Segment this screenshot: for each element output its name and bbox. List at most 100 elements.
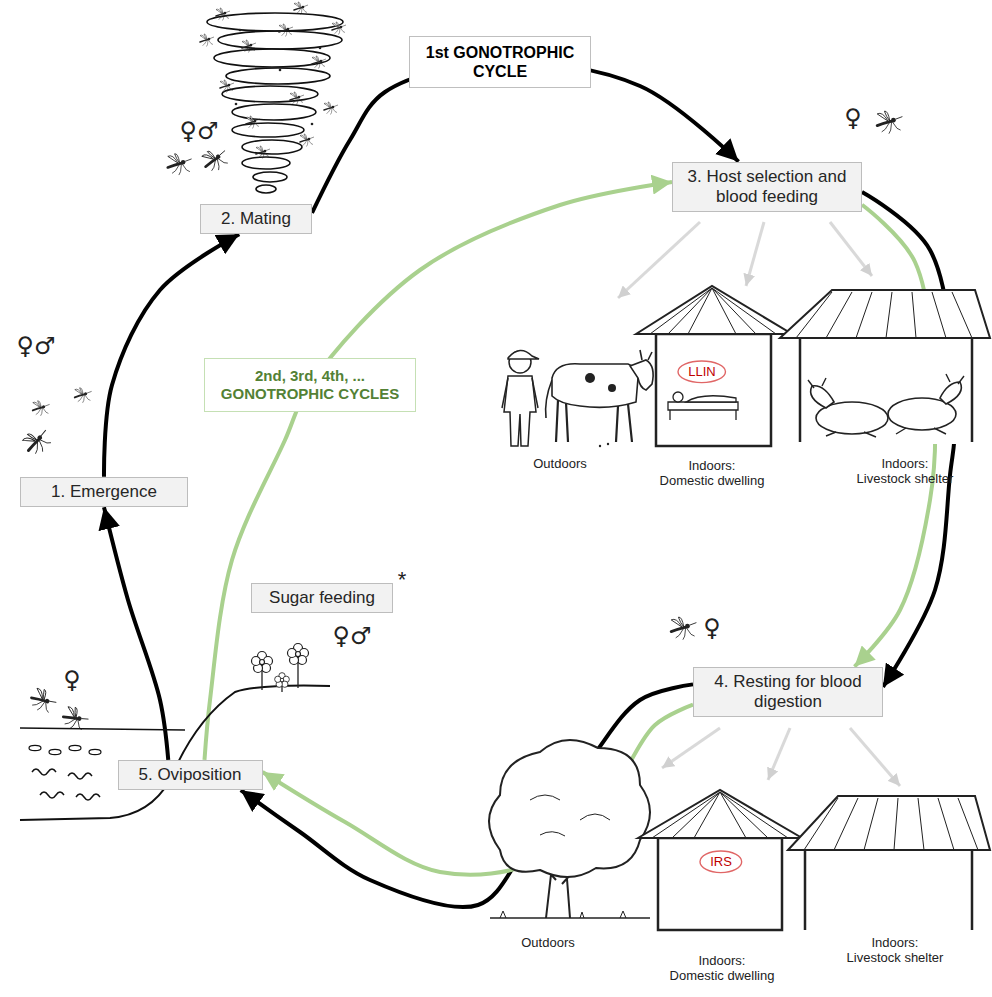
swarm-mosquitoes: [332, 22, 346, 35]
swarm-mosquitoes: [239, 29, 242, 32]
stage-box: 2. Mating: [200, 204, 312, 234]
outdoor-tree: [500, 911, 626, 918]
mating-swarm: [218, 31, 342, 49]
wrap-spacer: [666, 953, 687, 965]
swarm-mosquitoes: [312, 56, 326, 69]
wrap-spacer: [849, 456, 870, 468]
livestock-shelter: [946, 374, 964, 384]
breeding-site: [68, 773, 92, 779]
intervention-oval: LLIN: [677, 360, 726, 384]
person-figure: [508, 350, 539, 359]
cow-figure: [608, 384, 616, 392]
label-holder: Indoors: Livestock shelter: [849, 456, 961, 486]
stage-box: Sugar feeding: [251, 583, 393, 613]
dwelling-hut: [686, 396, 736, 402]
livestock-shelter: [800, 338, 972, 442]
swarm-mosquitoes: [235, 103, 238, 106]
label-holder: ♀: [703, 615, 721, 641]
flowers: [252, 652, 273, 673]
mating-swarm: [207, 13, 343, 193]
breeding-site: [20, 686, 330, 820]
sex-symbol: ♀♂: [179, 117, 218, 145]
resting-shelter: [804, 798, 978, 850]
footnote-mark: *: [398, 567, 407, 592]
person-figure: [502, 378, 538, 408]
swarm-mosquitoes: [300, 134, 314, 147]
mosquito-icons: [33, 401, 50, 416]
mosquito-icons: [28, 686, 59, 716]
cow-figure: [640, 350, 652, 360]
livestock-shelter: [800, 336, 972, 444]
wrap-spacer: [839, 935, 860, 947]
swarm-mosquitoes: [246, 116, 260, 129]
sex-symbol: ♀♂: [16, 332, 55, 360]
host-choice-arrows: [850, 728, 900, 786]
swarm-mosquitoes: [256, 146, 270, 159]
sex-symbol: ♀: [703, 614, 721, 642]
wrap-spacer: [747, 458, 768, 470]
label-holder: Outdoors: [533, 456, 586, 471]
sex-symbol: ♀: [63, 666, 81, 694]
cycle-label: 2nd, 3rd, 4th, ... GONOTROPHIC CYCLES: [204, 358, 416, 412]
stage-box: 3. Host selection and blood feeding: [672, 162, 862, 213]
breeding-site: [76, 794, 100, 800]
label-holder: Indoors: Livestock shelter: [839, 935, 951, 965]
livestock-shelter: [826, 432, 876, 437]
stage-title: 4. Resting for blood digestion: [708, 672, 868, 713]
mosquito-icons: [201, 146, 231, 174]
wrap-spacer: [930, 935, 951, 947]
cow-figure: [630, 360, 653, 390]
location-label: Indoors: Domestic dwelling: [670, 953, 775, 983]
resting-hut: [638, 790, 802, 930]
host-choice-arrows: [830, 222, 872, 276]
wrap-spacer: [656, 458, 677, 470]
person-figure: [502, 350, 539, 446]
first-cycle-arrow: [104, 234, 239, 477]
person-figure: [504, 376, 536, 446]
outdoor-tree: [530, 795, 610, 836]
host-choice-arrows: [662, 728, 720, 768]
first-cycle-arrow: [104, 507, 168, 760]
swarm-mosquitoes: [200, 2, 346, 159]
livestock-shelter: [811, 386, 834, 408]
location-label: Indoors: Livestock shelter: [847, 935, 944, 965]
label-holder: ♀: [844, 105, 862, 131]
host-choice-arrows: [746, 222, 764, 286]
host-choice-arrows: [618, 222, 700, 298]
breeding-site: [49, 749, 61, 754]
sex-symbol: ♀: [844, 104, 862, 132]
livestock-shelter: [896, 428, 946, 434]
swarm-mosquitoes: [279, 24, 293, 37]
stage-box: 5. Oviposition: [118, 760, 263, 790]
mosquito-icons: [168, 154, 192, 175]
livestock-shelter: [780, 290, 990, 338]
cow-figure: [546, 380, 552, 418]
resting-hut: [652, 792, 788, 838]
breeding-site: [69, 745, 81, 750]
label-holder: *: [398, 568, 407, 592]
mating-swarm: [232, 123, 304, 137]
swarm-mosquitoes: [242, 40, 256, 53]
mating-swarm: [207, 13, 343, 31]
mating-swarm: [232, 104, 316, 120]
cow-figure: [585, 373, 595, 383]
mating-swarm: [242, 140, 302, 154]
outdoor-tree: [489, 740, 650, 918]
mosquito-icons: [21, 425, 54, 457]
mating-swarm: [226, 68, 330, 84]
mosquito-icons: [21, 111, 902, 734]
label-holder: ♀♂: [332, 623, 371, 649]
label-holder: ♀♂: [179, 118, 218, 144]
stage-box: 4. Resting for blood digestion: [693, 667, 883, 718]
oval-outline: [678, 361, 725, 383]
wrap-spacer: [940, 456, 961, 468]
label-holder: Indoors: Domestic dwelling: [656, 458, 768, 488]
intervention-name: IRS: [710, 854, 732, 870]
mating-swarm: [222, 86, 318, 102]
stage-title: 1. Emergence: [35, 482, 173, 502]
cycle-label: 1st GONOTROPHIC CYCLE: [409, 36, 591, 88]
swarm-mosquitoes: [279, 69, 282, 72]
label-holder: ♀: [63, 667, 81, 693]
